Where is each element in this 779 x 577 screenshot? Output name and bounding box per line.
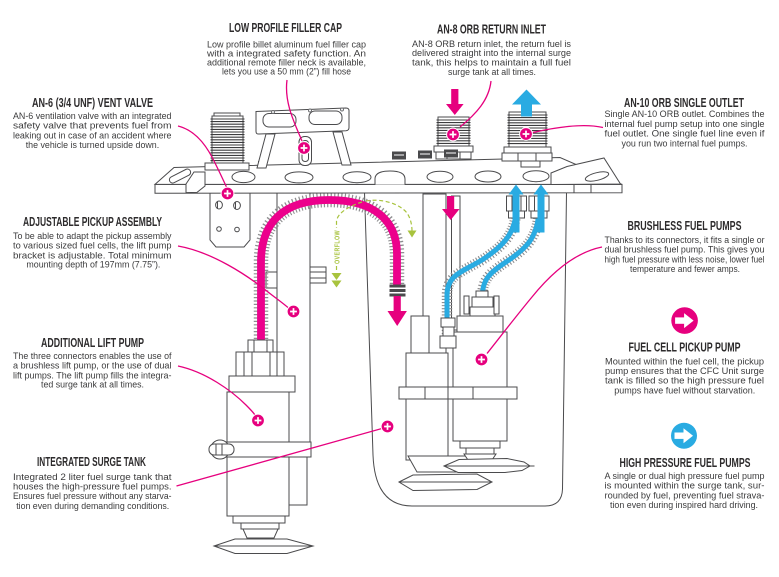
svg-text:tion even during demanding con: tion even during demanding conditions. <box>16 501 169 511</box>
svg-text:pumps have fuel without starva: pumps have fuel without starvation. <box>614 385 755 395</box>
svg-text:lets you use a 50 mm (2”) fill: lets you use a 50 mm (2”) fill hose <box>222 67 351 77</box>
svg-text:AN-8 ORB RETURN INLET: AN-8 ORB RETURN INLET <box>437 22 546 37</box>
svg-text:houses the high-pressure fuel: houses the high-pressure fuel pumps. <box>13 482 172 492</box>
svg-text:fuel outlet. One single fuel l: fuel outlet. One single fuel line even i… <box>605 129 766 139</box>
svg-text:ADDITIONAL LIFT PUMP: ADDITIONAL LIFT PUMP <box>41 335 144 350</box>
svg-text:To be able to adapt the pickup: To be able to adapt the pickup assembly <box>13 231 172 241</box>
svg-text:tank, this helps to maintain a: tank, this helps to maintain a full fuel <box>412 58 571 68</box>
svg-text:lift pumps. The lift pump fill: lift pumps. The lift pump fills the inte… <box>13 370 172 380</box>
svg-text:dual brushless fuel pump. This: dual brushless fuel pump. This gives you <box>605 245 765 255</box>
svg-text:internal fuel pump setup into: internal fuel pump setup into one single <box>605 119 765 129</box>
svg-text:Single AN-10 ORB outlet. Combi: Single AN-10 ORB outlet. Combines the <box>605 109 765 119</box>
svg-text:INTEGRATED SURGE TANK: INTEGRATED SURGE TANK <box>37 454 146 469</box>
svg-text:pump ensures that the CFC Unit: pump ensures that the CFC Unit surge <box>605 366 764 376</box>
svg-text:you run two internal fuel pump: you run two internal fuel pumps. <box>622 138 748 148</box>
svg-text:delivered straight into the in: delivered straight into the internal sur… <box>412 48 571 58</box>
svg-text:is mounted within the surge ta: is mounted within the surge tank, sur- <box>605 481 765 491</box>
svg-text:high fuel pressure with less n: high fuel pressure with less noise, lowe… <box>605 254 765 264</box>
svg-text:leaking out in case of an acci: leaking out in case of an accident where <box>13 130 172 140</box>
svg-text:Thanks to its connectors, it f: Thanks to its connectors, it fits a sing… <box>605 235 765 245</box>
svg-text:ted surge tank at all times.: ted surge tank at all times. <box>41 380 144 390</box>
svg-text:A single or dual high pressure: A single or dual high pressure fuel pump <box>605 471 765 481</box>
svg-text:a brushless lift pump, or the: a brushless lift pump, or the use of dua… <box>13 361 172 371</box>
svg-text:AN-8 ORB return inlet, the ret: AN-8 ORB return inlet, the return fuel i… <box>412 39 571 49</box>
svg-text:AN-10 ORB SINGLE OUTLET: AN-10 ORB SINGLE OUTLET <box>624 95 744 110</box>
svg-text:to various sized fuel cells, t: to various sized fuel cells, the lift pu… <box>13 241 172 251</box>
svg-text:HIGH PRESSURE FUEL PUMPS: HIGH PRESSURE FUEL PUMPS <box>620 455 751 470</box>
svg-text:the vehicle is turned upside d: the vehicle is turned upside down. <box>26 140 160 150</box>
svg-text:Ensures fuel pressure without: Ensures fuel pressure without any starva… <box>13 491 172 501</box>
svg-text:Mounted within the fuel cell,: Mounted within the fuel cell, the pickup <box>605 356 764 366</box>
svg-text:LOW PROFILE FILLER CAP: LOW PROFILE FILLER CAP <box>229 20 342 35</box>
svg-text:temperature and fewer amps.: temperature and fewer amps. <box>630 264 740 274</box>
svg-text:rounded by fuel, preventing fu: rounded by fuel, preventing fuel strava- <box>605 490 765 500</box>
svg-text:OVERFLOW: OVERFLOW <box>333 230 342 264</box>
svg-text:BRUSHLESS FUEL PUMPS: BRUSHLESS FUEL PUMPS <box>628 218 742 233</box>
svg-text:AN-6 ventilation valve with an: AN-6 ventilation valve with an integrate… <box>13 111 172 121</box>
svg-text:bracket is adjustable. Total m: bracket is adjustable. Total minimum <box>13 250 172 260</box>
svg-text:Low profile billet aluminum fu: Low profile billet aluminum fuel filler … <box>207 40 366 50</box>
svg-text:ADJUSTABLE PICKUP ASSEMBLY: ADJUSTABLE PICKUP ASSEMBLY <box>23 214 162 229</box>
svg-text:safety valve that prevents fue: safety valve that prevents fuel from <box>13 121 172 131</box>
svg-text:FUEL CELL PICKUP PUMP: FUEL CELL PICKUP PUMP <box>629 340 741 355</box>
svg-text:tion even during inspired hard: tion even during inspired hard driving. <box>610 500 758 510</box>
svg-text:additional remote filler neck: additional remote filler neck is availab… <box>207 58 366 68</box>
svg-text:surge tank at all times.: surge tank at all times. <box>448 67 536 77</box>
svg-text:Integrated 2 liter fuel surge: Integrated 2 liter fuel surge tank that <box>13 472 172 482</box>
svg-text:AN-6 (3/4 UNF) VENT VALVE: AN-6 (3/4 UNF) VENT VALVE <box>32 95 153 110</box>
svg-text:with a integrated safety funct: with a integrated safety function. An <box>206 49 366 59</box>
svg-text:The three connectors enables t: The three connectors enables the use of <box>13 351 172 361</box>
svg-text:tank is filled so the high pre: tank is filled so the high pressure fuel <box>605 376 764 386</box>
svg-text:mounting depth of 197mm (7.75”: mounting depth of 197mm (7.75”). <box>26 260 160 270</box>
